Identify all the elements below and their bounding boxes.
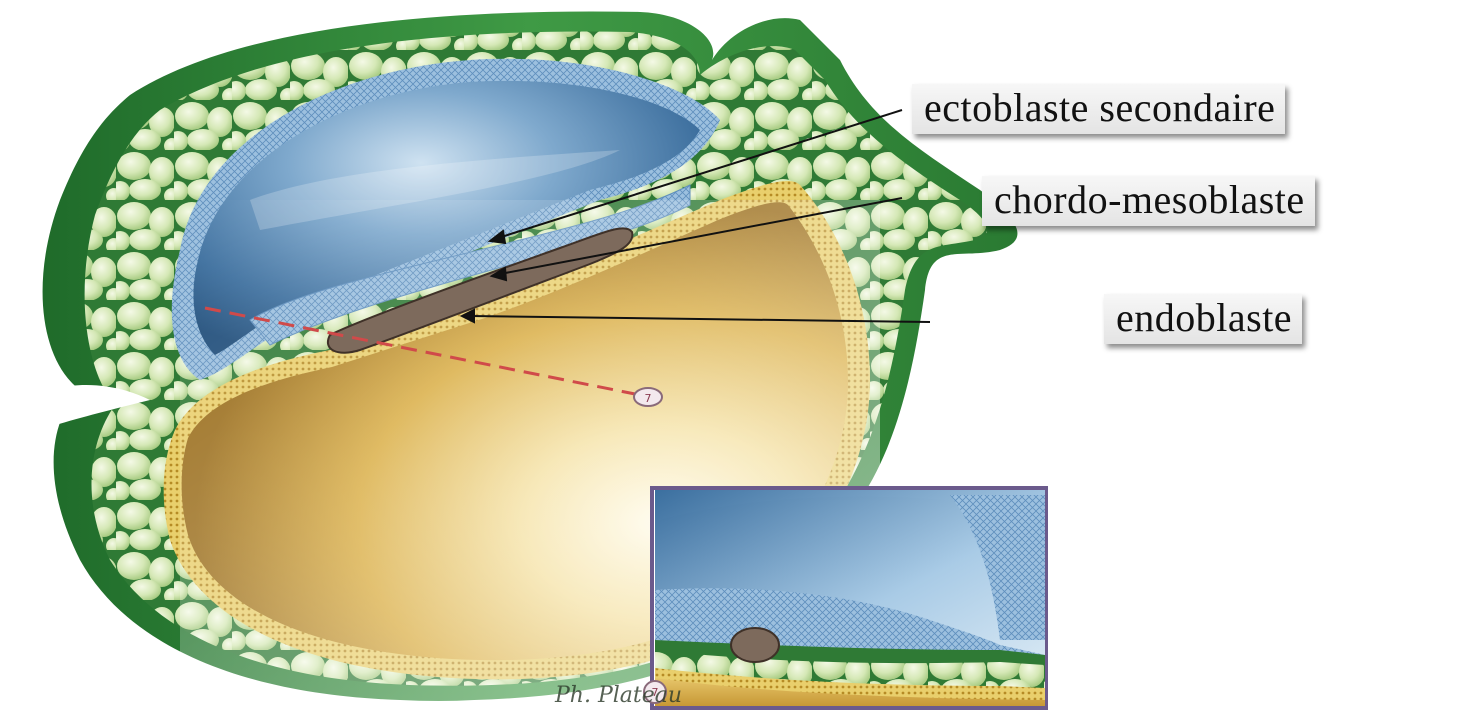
label-ectoblaste-secondaire: ectoblaste secondaire [912,84,1285,134]
marker-main-label: 7 [645,392,652,405]
artist-signature: Ph. Plateau [554,683,682,708]
label-chordo-mesoblaste: chordo-mesoblaste [982,176,1315,226]
inset-detail: 7 [644,488,1046,708]
marker-main: 7 [634,388,662,406]
label-endoblaste: endoblaste [1104,294,1302,344]
